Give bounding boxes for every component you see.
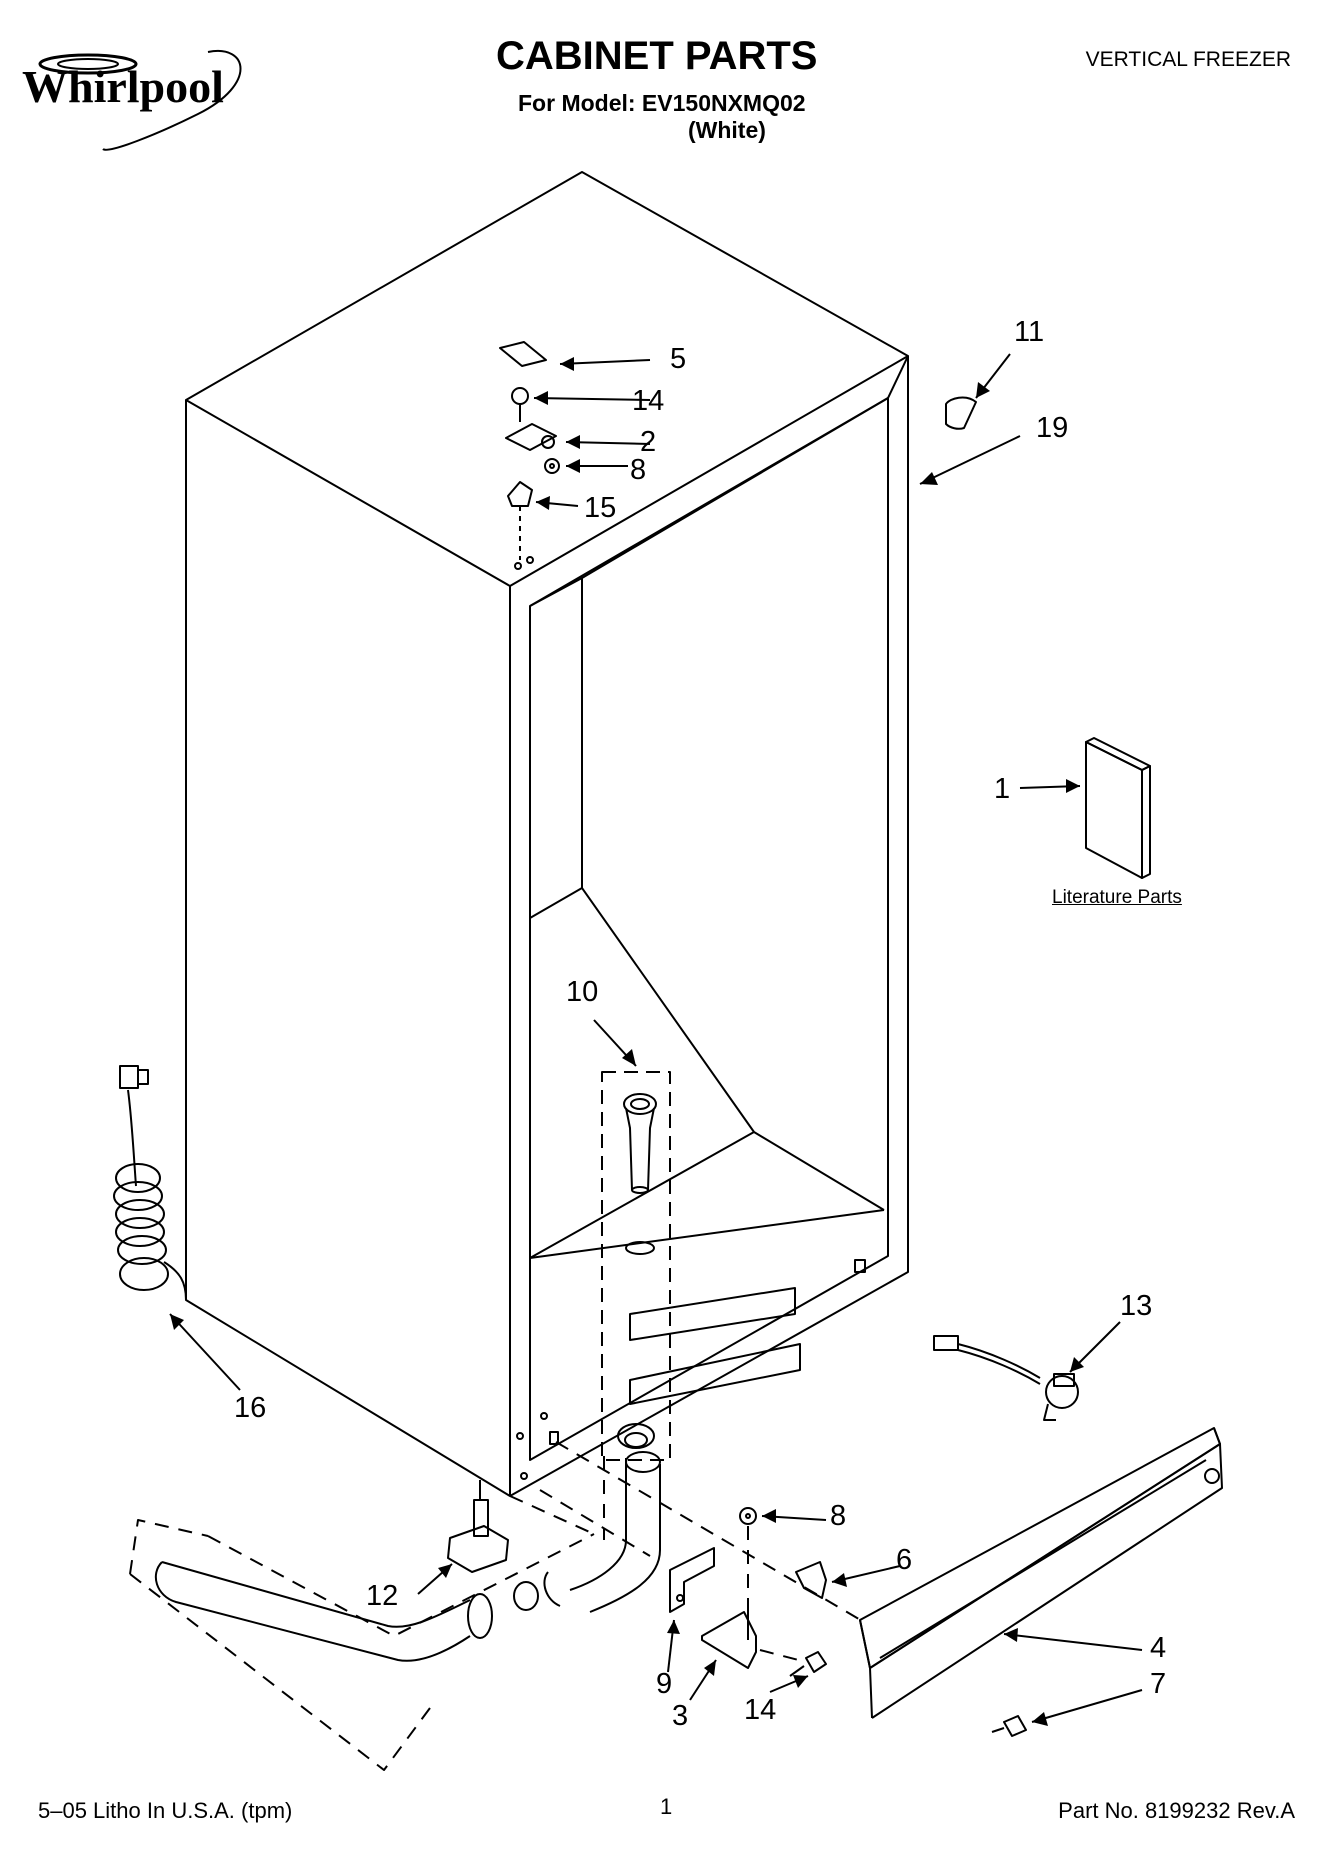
callout-14-top: 14 — [632, 385, 665, 417]
callout-5: 5 — [670, 343, 687, 375]
page-title: CABINET PARTS — [496, 34, 818, 78]
part-7-screw — [991, 1715, 1027, 1737]
part-6-clip — [795, 1561, 827, 1599]
part-12-leg — [447, 1490, 509, 1573]
brand-name: Whirlpool — [22, 61, 224, 112]
callout-15: 15 — [584, 492, 617, 524]
callout-8-lower: 8 — [830, 1500, 847, 1532]
literature-parts-label: Literature Parts — [1052, 887, 1182, 908]
part-10-drain — [623, 1093, 657, 1115]
part-15-bracket — [507, 481, 533, 507]
callout-arrowheads — [170, 357, 1084, 1726]
callout-8-top: 8 — [630, 454, 647, 486]
drain-pan — [129, 1519, 595, 1771]
callout-7: 7 — [1150, 1668, 1167, 1700]
callout-1: 1 — [994, 773, 1011, 805]
callout-13: 13 — [1120, 1290, 1153, 1322]
callout-4: 4 — [1150, 1632, 1167, 1664]
callout-9: 9 — [656, 1668, 673, 1700]
callout-3: 3 — [672, 1700, 689, 1732]
callout-2: 2 — [640, 426, 657, 458]
part-8-washer — [544, 458, 560, 474]
part-13-harness — [933, 1335, 1079, 1421]
callout-14-lower: 14 — [744, 1694, 777, 1726]
product-type: VERTICAL FREEZER — [1085, 48, 1291, 71]
part-4-grille — [859, 1427, 1223, 1719]
logo-swoosh-icon — [38, 49, 242, 151]
part-16-cord — [113, 1065, 187, 1301]
part-8-lower-washer — [739, 1507, 757, 1525]
callout-19: 19 — [1036, 412, 1069, 444]
part-14-screw — [511, 387, 529, 405]
part-10-box — [601, 1071, 671, 1461]
callout-leaders — [169, 353, 1143, 1723]
part-11-shape — [945, 396, 977, 430]
page-number: 1 — [660, 1794, 673, 1819]
part-14-lower-screw — [789, 1651, 827, 1677]
callout-12: 12 — [366, 1580, 399, 1612]
litho-note: 5–05 Litho In U.S.A. (tpm) — [38, 1798, 293, 1823]
part-1-booklet — [1085, 741, 1143, 879]
assembly-lines — [479, 1441, 865, 1663]
part-5-shape — [499, 341, 547, 367]
cabinet-body — [185, 171, 909, 1497]
part-3-shield — [701, 1611, 757, 1669]
model-number: For Model: EV150NXMQ02 — [518, 90, 806, 116]
part-number: Part No. 8199232 Rev.A — [1058, 1798, 1295, 1823]
part-9-bracket — [669, 1547, 715, 1613]
part-2-hinge — [505, 423, 557, 451]
callout-10: 10 — [566, 976, 599, 1008]
color-note: (White) — [688, 117, 766, 143]
callout-11: 11 — [1014, 316, 1045, 348]
callout-6: 6 — [896, 1544, 913, 1576]
callout-16: 16 — [234, 1392, 267, 1424]
